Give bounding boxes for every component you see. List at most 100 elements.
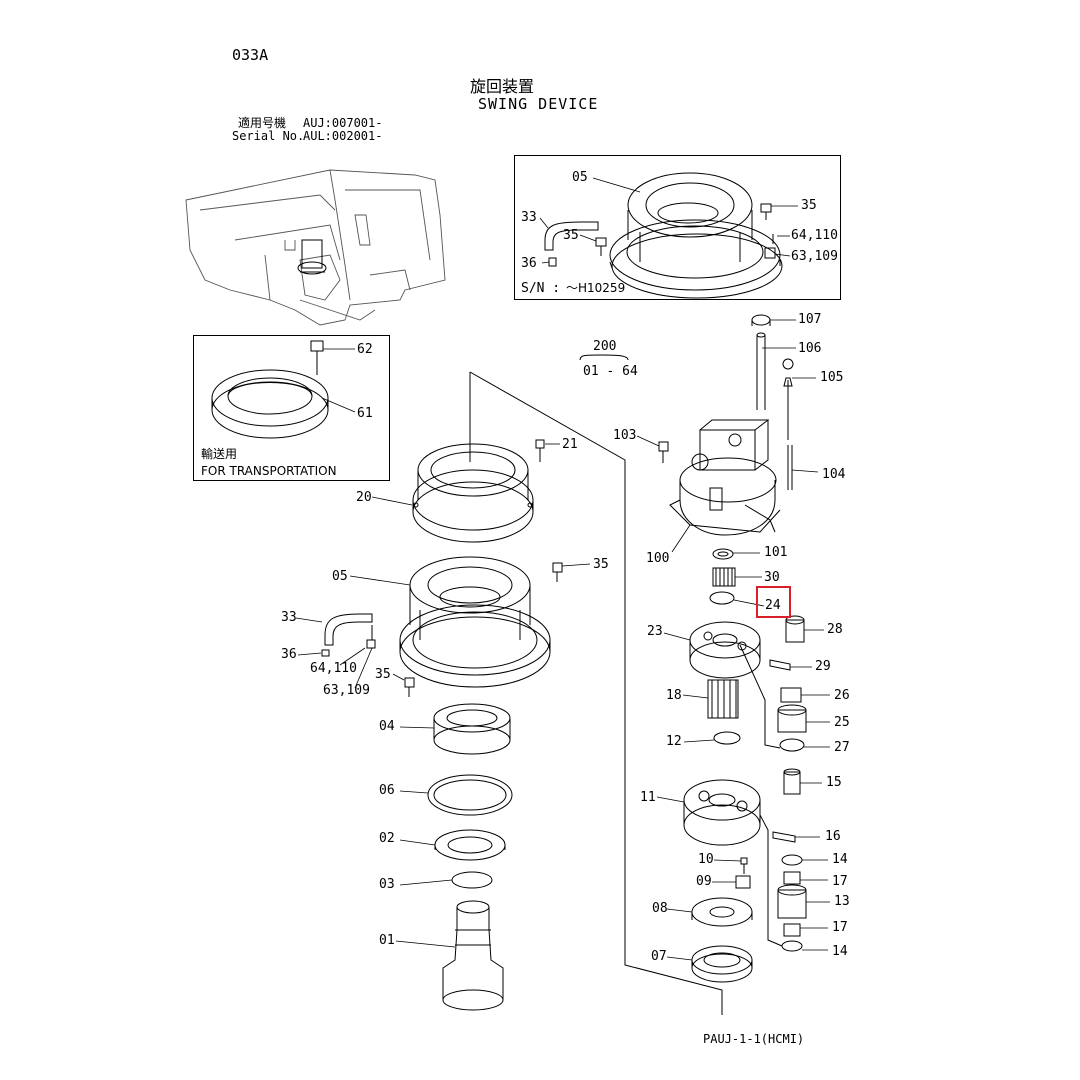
carrier-23 — [689, 621, 761, 679]
label-13: 13 — [834, 894, 850, 909]
inset-top-housing — [609, 172, 783, 299]
leader-lines — [295, 177, 830, 961]
gear-13 — [777, 889, 807, 919]
gear-25 — [777, 709, 807, 733]
motor-100 — [669, 419, 781, 536]
pin-28 — [785, 619, 805, 643]
ring-20 — [412, 443, 534, 543]
tube-106 — [756, 335, 766, 410]
label-14-b: 14 — [832, 944, 848, 959]
label-28: 28 — [827, 622, 843, 637]
label-35-b: 35 — [375, 667, 391, 682]
label-101: 101 — [764, 545, 788, 560]
label-61: 61 — [357, 406, 373, 421]
transport-label-en: FOR TRANSPORTATION — [201, 464, 337, 478]
inset-hose — [544, 221, 599, 251]
label-17-a: 17 — [832, 874, 848, 889]
washer-14b — [781, 940, 803, 952]
label-106: 106 — [798, 341, 822, 356]
label-11: 11 — [640, 790, 656, 805]
label-26: 26 — [834, 688, 850, 703]
label-05-inset: 05 — [572, 170, 588, 185]
transport-cover — [211, 340, 329, 439]
label-24: 24 — [765, 598, 781, 613]
label-06: 06 — [379, 783, 395, 798]
assembly-number: 200 — [593, 339, 617, 354]
label-20: 20 — [356, 490, 372, 505]
bolt-10 — [740, 857, 748, 865]
assembly-range: 01 - 64 — [583, 364, 638, 379]
title-english: SWING DEVICE — [478, 95, 599, 113]
cap-107 — [751, 314, 771, 326]
label-35-a: 35 — [593, 557, 609, 572]
assembly-line-2 — [469, 371, 723, 1015]
page-code: 033A — [232, 46, 269, 64]
label-36: 36 — [281, 647, 297, 662]
excavator-sketch — [185, 169, 446, 326]
bearing-07 — [691, 945, 753, 975]
label-105: 105 — [820, 370, 844, 385]
housing-05 — [399, 556, 551, 688]
label-07: 07 — [651, 949, 667, 964]
label-100: 100 — [646, 551, 670, 566]
label-62: 62 — [357, 342, 373, 357]
part-02 — [434, 829, 506, 861]
label-64-110: 64,110 — [310, 661, 357, 676]
label-03: 03 — [379, 877, 395, 892]
plate-12 — [713, 731, 741, 745]
label-23: 23 — [647, 624, 663, 639]
label-12: 12 — [666, 734, 682, 749]
label-10: 10 — [698, 852, 714, 867]
plate-08 — [691, 897, 753, 927]
label-64-110-inset: 64,110 — [791, 228, 838, 243]
pin-16 — [772, 831, 796, 843]
label-63-109-inset: 63,109 — [791, 249, 838, 264]
inset-box-transport — [193, 335, 390, 481]
bearing-17a — [783, 871, 801, 885]
label-103: 103 — [613, 428, 637, 443]
title-japanese: 旋回装置 — [470, 77, 535, 96]
plate-09 — [735, 875, 751, 889]
label-05: 05 — [332, 569, 348, 584]
label-21: 21 — [562, 437, 578, 452]
label-27: 27 — [834, 740, 850, 755]
footer-code: PAUJ-1-1(HCMI) — [703, 1032, 805, 1046]
label-104: 104 — [822, 467, 846, 482]
washer-27 — [779, 738, 805, 752]
serial-value-1: AUJ:007001- — [303, 116, 383, 130]
shaft-01 — [442, 900, 504, 1011]
label-04: 04 — [379, 719, 395, 734]
inset-box-top — [514, 155, 841, 300]
label-17-b: 17 — [832, 920, 848, 935]
label-08: 08 — [652, 901, 668, 916]
label-09: 09 — [696, 874, 712, 889]
highlight-box-24 — [756, 586, 791, 618]
label-33: 33 — [281, 610, 297, 625]
inset-sn-value: ～H10259 — [566, 281, 626, 295]
washer-14a — [781, 854, 803, 866]
label-63-109: 63,109 — [323, 683, 370, 698]
serial-label-en: Serial No. — [232, 129, 305, 143]
plate-24 — [709, 591, 735, 605]
label-01: 01 — [379, 933, 395, 948]
label-35-inset-b: 35 — [801, 198, 817, 213]
label-36-inset: 36 — [521, 256, 537, 271]
excavator-swing-device — [297, 239, 327, 275]
label-25: 25 — [834, 715, 850, 730]
serial-value-2: AUL:002001- — [303, 129, 383, 143]
serial-label-jp: 適用号機 — [238, 116, 287, 130]
label-30: 30 — [764, 570, 780, 585]
rod-104 — [787, 445, 793, 490]
label-14-a: 14 — [832, 852, 848, 867]
bearing-04 — [433, 703, 511, 755]
label-16: 16 — [825, 829, 841, 844]
assembly-bracket — [579, 354, 629, 361]
label-02: 02 — [379, 831, 395, 846]
label-33-inset: 33 — [521, 210, 537, 225]
label-35-inset-a: 35 — [563, 228, 579, 243]
seal-06 — [427, 774, 513, 816]
label-18: 18 — [666, 688, 682, 703]
bearing-26 — [780, 687, 802, 703]
bearing-17b — [783, 923, 801, 937]
